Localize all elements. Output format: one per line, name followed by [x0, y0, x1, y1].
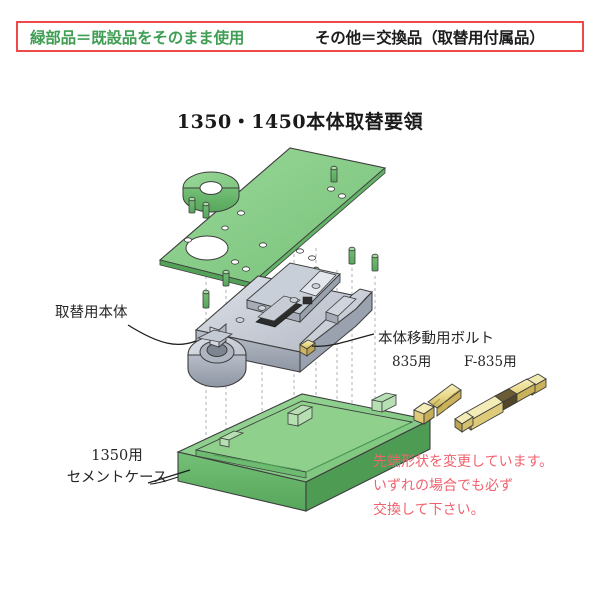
note-line-2: いずれの場合でも必ず	[373, 478, 513, 495]
door-closer-body-part	[187, 262, 373, 388]
cement-case-part	[176, 392, 432, 512]
label-cement-case-line2: セメントケース	[66, 469, 168, 486]
note-line-1: 先端形状を変更しています。	[373, 454, 554, 470]
legend-green-parts-note: 緑部品＝既設品をそのまま使用	[30, 28, 245, 47]
leader-lines	[127, 324, 375, 484]
label-bolt-f835: F-835用	[464, 354, 517, 370]
legend-box: 緑部品＝既設品をそのまま使用 その他＝交換品（取替用付属品）	[16, 21, 584, 52]
page-title: 1350・1450本体取替要領	[176, 111, 424, 133]
legend-other-parts-note: その他＝交換品（取替用付属品）	[315, 28, 545, 47]
label-moving-bolt: 本体移動用ボルト	[378, 331, 494, 347]
bolt-f835-part	[454, 373, 547, 433]
note-line-3: 交換して下さい。	[373, 502, 485, 519]
replacement-warning-note: 先端形状を変更しています。 いずれの場合でも必ず 交換して下さい。	[373, 450, 553, 522]
round-washer-part	[182, 171, 240, 213]
label-cement-case-line1: 1350用	[91, 448, 143, 464]
leader-cement-case	[147, 469, 191, 484]
case-edge-wire	[149, 476, 179, 485]
label-cement-case: 1350用 セメントケース	[57, 446, 177, 490]
label-replacement-body: 取替用本体	[55, 305, 128, 321]
leader-replacement-body	[127, 324, 197, 346]
bolt-835-part	[413, 383, 462, 425]
label-bolt-835: 835用	[392, 354, 432, 370]
leader-moving-bolt	[311, 333, 375, 347]
